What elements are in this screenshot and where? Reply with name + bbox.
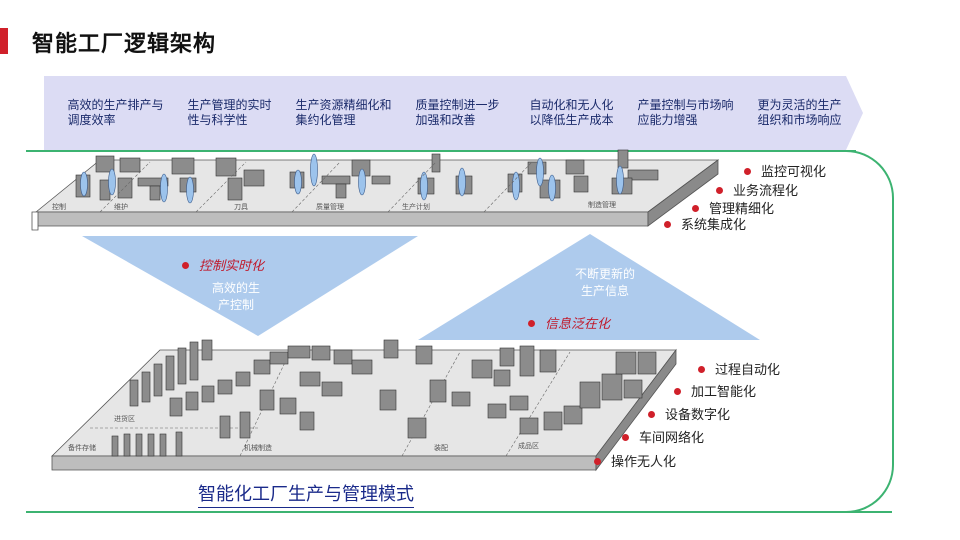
goal-label-1: 高效的生产排产与 调度效率 <box>67 98 164 127</box>
lower-zone-label-4: 装配 <box>434 445 448 452</box>
lower-bullet-5: 操作无人化 <box>594 451 676 470</box>
left-triangle-text: 高效的生 产控制 <box>211 281 260 312</box>
upper-sensors <box>80 153 624 204</box>
goal-chevron-5: 自动化和无人化 以降低生产成本 <box>500 76 635 150</box>
lower-zone-label-2: 备件存储 <box>68 445 96 452</box>
goal-label-3: 生产资源精细化和 集约化管理 <box>295 98 392 127</box>
goal-label-2: 生产管理的实时 性与科学性 <box>187 98 272 127</box>
lower-machines <box>111 339 657 457</box>
upper-zone-label-2: 维护 <box>114 204 128 211</box>
lower-bullet-4: 车间网络化 <box>622 427 704 446</box>
goal-label-4: 质量控制进一步 加强和改善 <box>415 98 500 127</box>
upper-platform <box>31 159 720 231</box>
upper-zone-label-3: 刀具 <box>234 204 248 211</box>
upper-bullet-4: 系统集成化 <box>664 214 746 233</box>
diagram-caption: 智能化工厂生产与管理模式 <box>198 480 414 508</box>
upper-bullet-3: 管理精细化 <box>692 198 774 217</box>
bullet-dot-icon <box>528 320 535 328</box>
goal-label-7: 更为灵活的生产 组织和市场响应 <box>757 98 842 127</box>
page-title: 智能工厂逻辑架构 <box>32 31 217 56</box>
goal-chevron-row: 高效的生产排产与 调度效率 生产管理的实时 性与科学性 生产资源精细化和 集约化… <box>44 76 864 150</box>
lower-zone-label-1: 进货区 <box>114 416 135 423</box>
bullet-dot-icon <box>716 187 723 195</box>
lower-bullet-3: 设备数字化 <box>648 404 730 423</box>
goal-chevron-4: 质量控制进一步 加强和改善 <box>386 76 521 150</box>
left-triangle <box>82 236 418 336</box>
bullet-dot-icon <box>622 434 629 442</box>
bullet-dot-icon <box>182 262 189 270</box>
upper-zone-label-4: 质量管理 <box>316 204 344 211</box>
bullet-dot-icon <box>664 221 671 229</box>
lower-zone-label-5: 成品区 <box>518 443 539 450</box>
goal-chevron-2: 生产管理的实时 性与科学性 <box>158 76 293 150</box>
goal-label-5: 自动化和无人化 以降低生产成本 <box>529 98 614 127</box>
upper-zone-dividers <box>99 161 533 213</box>
bullet-dot-icon <box>692 205 699 213</box>
left-triangle-bullet: 控制实时化 <box>182 255 264 274</box>
frame-top-line <box>26 150 856 152</box>
right-triangle-bullet: 信息泛在化 <box>528 313 610 332</box>
goal-chevron-1: 高效的生产排产与 调度效率 <box>44 76 179 150</box>
upper-bullet-2: 业务流程化 <box>716 180 798 199</box>
upper-zone-label-5: 生产计划 <box>402 204 430 211</box>
right-triangle-text: 不断更新的 生产信息 <box>574 267 635 298</box>
bullet-dot-icon <box>648 411 655 419</box>
goal-chevron-7: 更为灵活的生产 组织和市场响应 <box>728 76 863 150</box>
bullet-dot-icon <box>744 168 751 176</box>
upper-zone-label-1: 控制 <box>52 204 66 211</box>
goal-chevron-3: 生产资源精细化和 集约化管理 <box>272 76 407 150</box>
frame-bottom-line <box>26 511 892 513</box>
goal-chevron-6: 产量控制与市场响 应能力增强 <box>614 76 749 150</box>
goal-label-6: 产量控制与市场响 应能力增强 <box>637 98 734 127</box>
upper-bullet-1: 监控可视化 <box>744 161 826 180</box>
bullet-dot-icon <box>698 366 705 374</box>
lower-bullet-1: 过程自动化 <box>698 359 780 378</box>
title-accent-bar <box>0 28 8 54</box>
bullet-dot-icon <box>674 388 681 396</box>
bullet-dot-icon <box>594 458 601 466</box>
lower-zone-label-3: 机械制造 <box>244 445 272 452</box>
lower-bullet-2: 加工智能化 <box>674 381 756 400</box>
right-triangle <box>418 234 760 340</box>
upper-zone-label-6: 制造管理 <box>588 202 616 209</box>
